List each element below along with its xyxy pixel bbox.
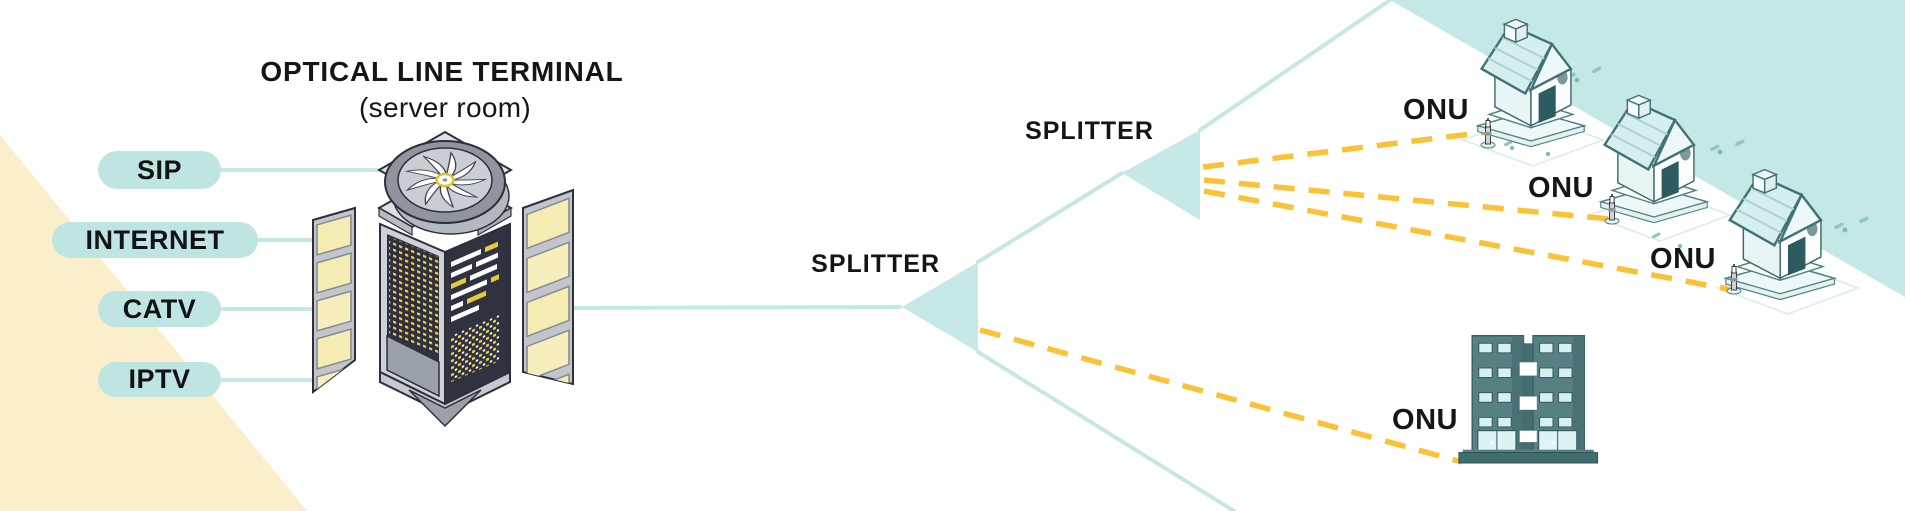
splitter-triangle-icon (902, 262, 978, 352)
service-pill-iptv: IPTV (98, 362, 221, 397)
onu-label-house-2: ONU (1528, 172, 1594, 204)
service-pill-label: CATV (122, 293, 197, 324)
splitter-triangle-icon (1122, 130, 1200, 220)
splitter-1-label: SPLITTER (811, 250, 940, 278)
diagram-title: OPTICAL LINE TERMINAL (260, 56, 624, 87)
splitter2-branch-line (1198, 0, 1392, 132)
drop-to-house-1 (1202, 129, 1488, 170)
drop-to-building (979, 327, 1463, 465)
olt-server-rack-icon (313, 132, 573, 426)
fiber-trunk-lines (219, 0, 1392, 511)
splitter1-to-splitter2-line (976, 171, 1124, 264)
service-pill-label: INTERNET (85, 224, 225, 255)
service-pill-label: IPTV (128, 364, 191, 394)
service-pill-internet: INTERNET (52, 222, 258, 258)
onu-label-house-3: ONU (1650, 243, 1716, 275)
splitter-2-label: SPLITTER (1025, 117, 1154, 145)
service-pill-label: SIP (136, 154, 183, 185)
drop-to-house-3 (1203, 188, 1734, 293)
service-pill-sip: SIP (98, 151, 221, 189)
fiber-drop-lines (979, 129, 1734, 465)
service-pill-catv: CATV (98, 291, 221, 327)
splitter1-branch-line (976, 350, 1236, 511)
onu-label-building: ONU (1392, 404, 1458, 436)
apartment-building-icon (1458, 334, 1599, 464)
diagram-subtitle: (server room) (359, 92, 531, 123)
olt-to-splitter1-line (558, 305, 902, 310)
onu-label-house-1: ONU (1403, 94, 1469, 126)
